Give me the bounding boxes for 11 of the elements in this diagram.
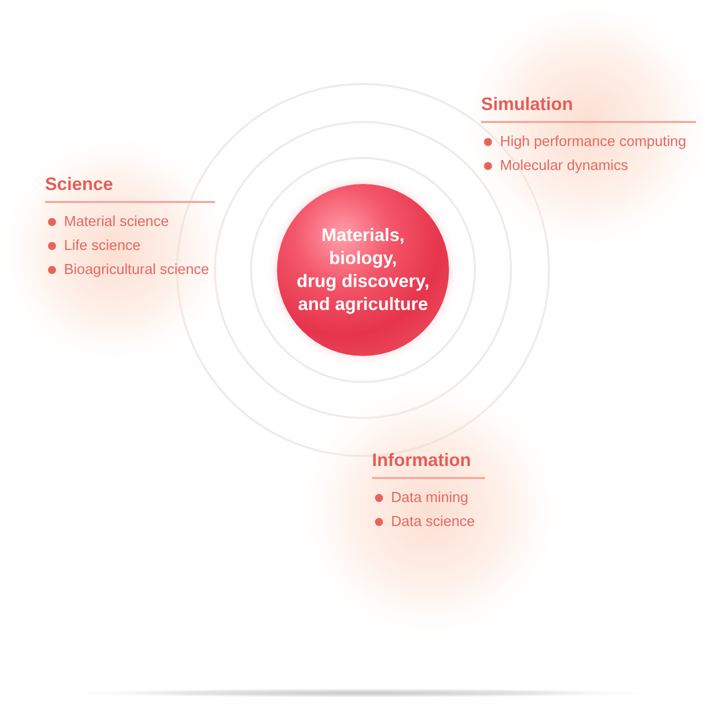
list-item-text: Data science [391, 512, 475, 530]
section-heading: Science [45, 173, 114, 195]
section-heading: Information [372, 449, 471, 471]
list-item-text: Molecular dynamics [500, 156, 628, 174]
section-heading: Simulation [481, 93, 574, 115]
list-item-text: Data mining [391, 488, 468, 506]
list-item-text: Life science [64, 236, 141, 254]
list-item-text: High performance computing [500, 132, 686, 150]
sphere-label: Materials, biology, drug discovery, and agriculture [296, 224, 430, 316]
list-item-text: Bioagricultural science [64, 260, 210, 278]
list-item-text: Material science [64, 212, 169, 230]
